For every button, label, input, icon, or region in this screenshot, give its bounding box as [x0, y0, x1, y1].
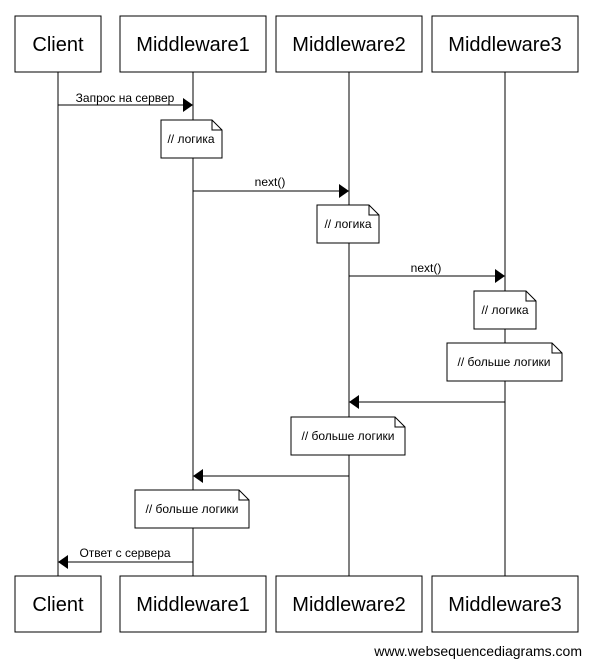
participant-top-middleware3: Middleware3 [431, 15, 579, 73]
participant-label: Middleware2 [292, 594, 405, 616]
participant-label: Middleware1 [136, 594, 249, 616]
message-label: next() [255, 175, 286, 189]
message-client-to-middleware1: Запрос на сервер [58, 91, 193, 112]
participant-top-client: Client [14, 15, 102, 73]
message-middleware2-to-middleware1 [193, 469, 349, 483]
note-text: // логика [324, 217, 371, 231]
message-label: Запрос на сервер [76, 91, 175, 105]
arrowhead-left-icon [58, 555, 68, 569]
participant-label: Middleware1 [136, 34, 249, 56]
message-middleware1-to-middleware2: next() [193, 175, 349, 198]
arrowhead-right-icon [495, 269, 505, 283]
participant-bottom-client: Client [14, 575, 102, 633]
footer-attribution: www.websequencediagrams.com [374, 643, 582, 659]
note-text: // больше логики [145, 502, 238, 516]
arrowhead-right-icon [339, 184, 349, 198]
note-middleware1-logic: // логика [160, 119, 223, 159]
participant-top-middleware2: Middleware2 [275, 15, 423, 73]
message-middleware2-to-middleware3: next() [349, 261, 505, 283]
participant-bottom-middleware1: Middleware1 [119, 575, 267, 633]
note-middleware3-logic: // логика [473, 290, 537, 330]
participant-bottom-middleware2: Middleware2 [275, 575, 423, 633]
note-middleware2-more-logic: // больше логики [290, 416, 406, 456]
participant-bottom-middleware3: Middleware3 [431, 575, 579, 633]
arrowhead-left-icon [193, 469, 203, 483]
participant-label: Middleware3 [448, 594, 561, 616]
message-middleware1-to-client: Ответ с сервера [58, 546, 193, 569]
participant-top-middleware1: Middleware1 [119, 15, 267, 73]
arrowhead-right-icon [183, 98, 193, 112]
participant-label: Client [32, 34, 84, 56]
participant-label: Client [32, 594, 84, 616]
message-label: Ответ с сервера [79, 546, 170, 560]
note-middleware2-logic: // логика [316, 204, 380, 244]
arrowhead-left-icon [349, 395, 359, 409]
note-middleware1-more-logic: // больше логики [134, 489, 250, 529]
note-middleware3-more-logic: // больше логики [446, 342, 563, 382]
participant-label: Middleware3 [448, 34, 561, 56]
message-label: next() [411, 261, 442, 275]
participant-label: Middleware2 [292, 34, 405, 56]
note-text: // логика [167, 132, 214, 146]
note-text: // больше логики [457, 355, 550, 369]
note-text: // логика [481, 303, 528, 317]
note-text: // больше логики [301, 429, 394, 443]
message-middleware3-to-middleware2 [349, 395, 505, 409]
